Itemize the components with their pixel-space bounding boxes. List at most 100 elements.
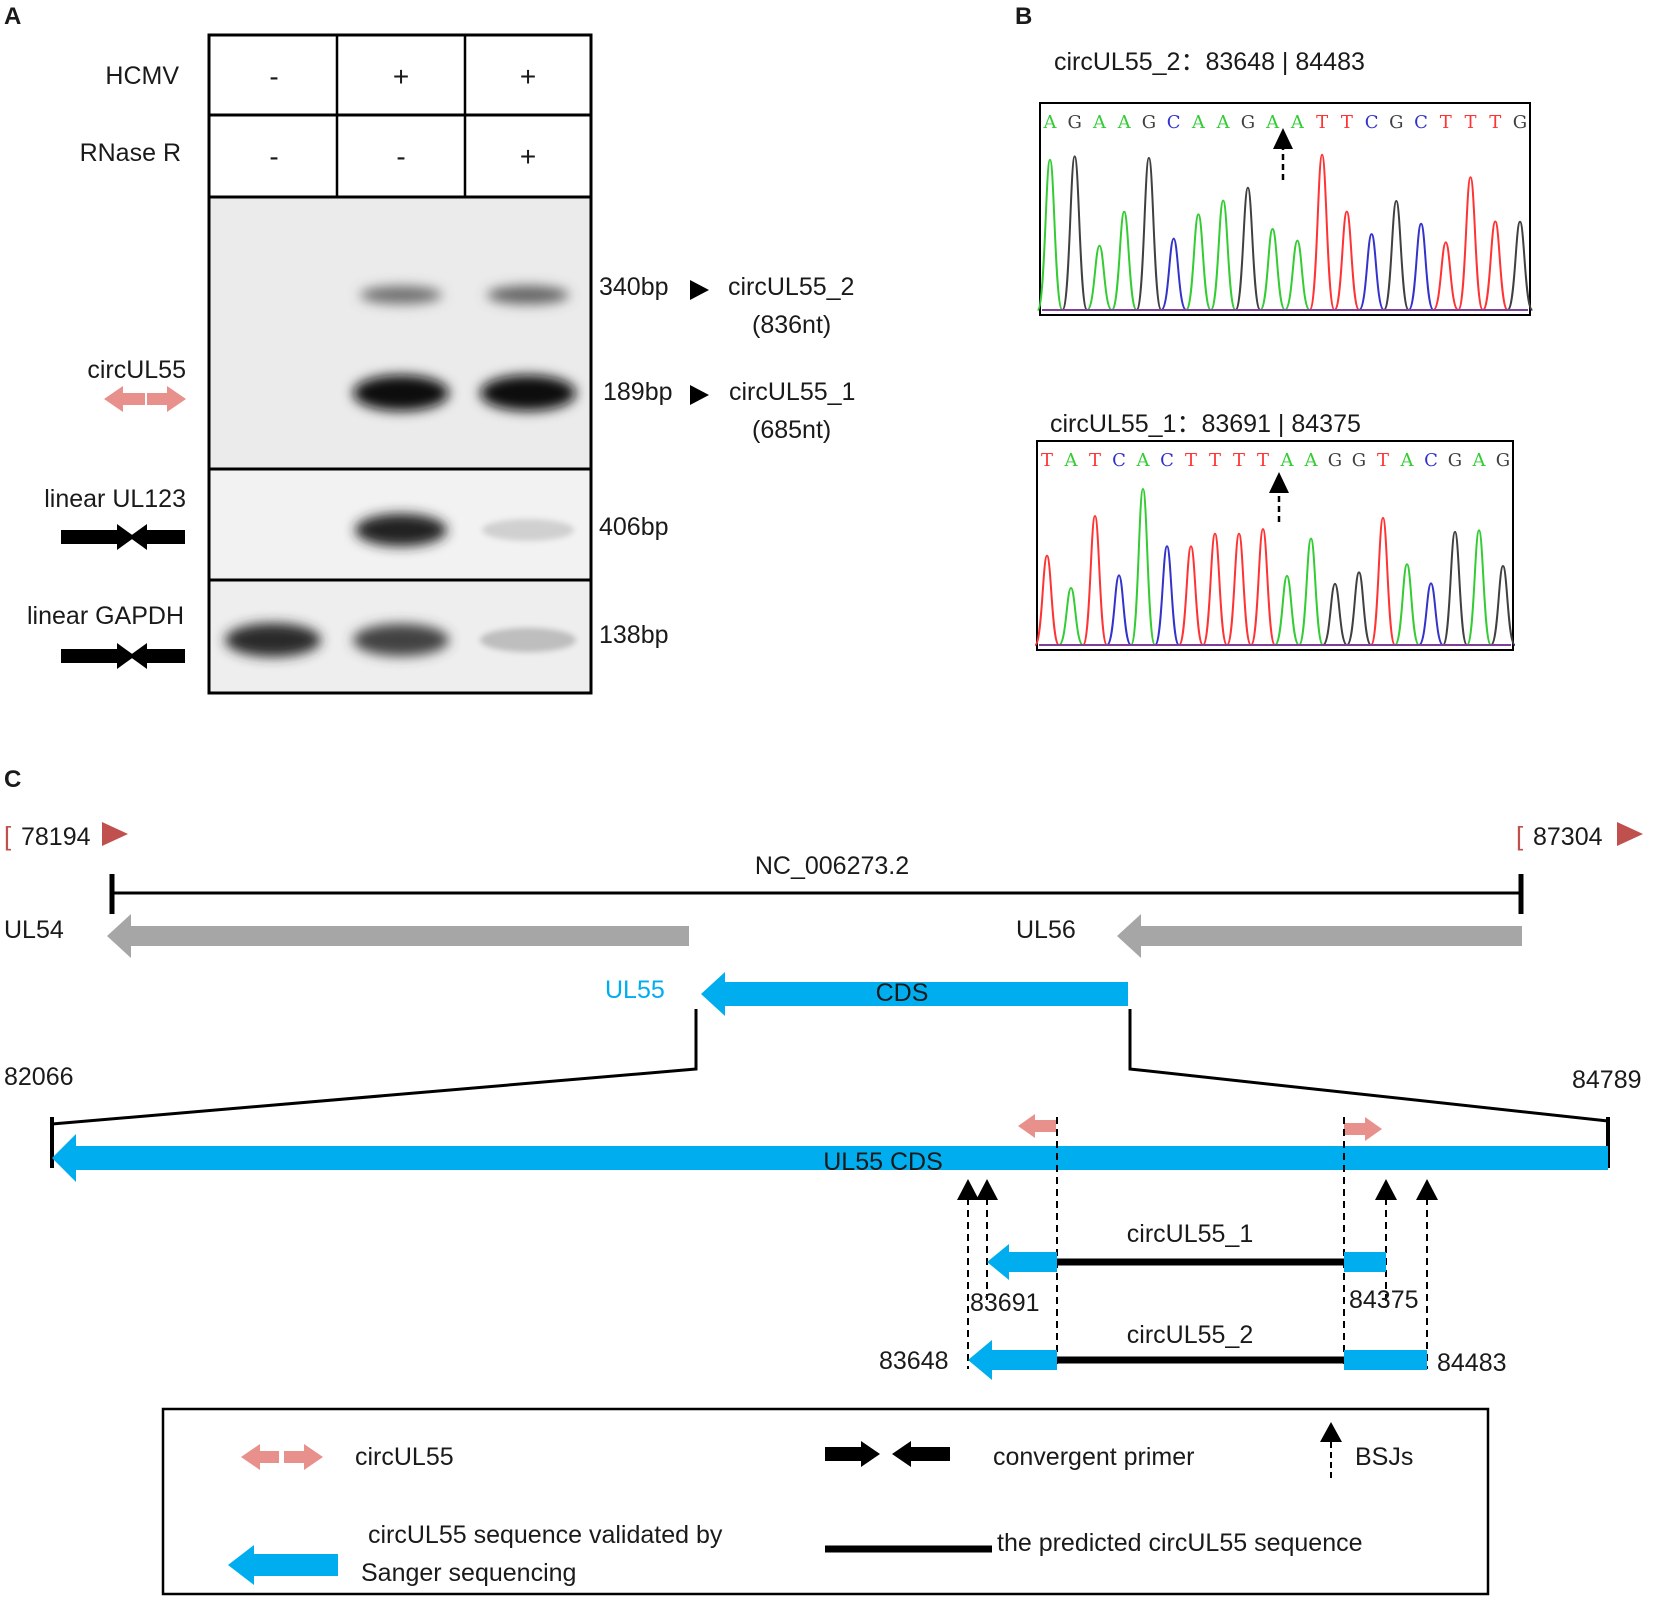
genome-end: 87304 bbox=[1533, 823, 1603, 851]
band-138bp-lane-2 bbox=[353, 623, 449, 657]
circul55-1-validated-left bbox=[987, 1244, 1057, 1280]
base-call: T bbox=[1209, 450, 1221, 471]
trace-G bbox=[1322, 530, 1516, 646]
circ-primer-icon bbox=[104, 386, 186, 412]
rnase-lane-3: + bbox=[520, 141, 536, 172]
band-406bp-lane-2 bbox=[355, 513, 447, 547]
junction-guides bbox=[967, 1117, 1428, 1369]
gel-circul55 bbox=[207, 195, 593, 471]
circul55-2-validated-right bbox=[1344, 1350, 1427, 1370]
trace-G bbox=[1061, 155, 1534, 311]
panel-c: C [ 78194 [ 87304 NC_006273.2 UL54 UL56 … bbox=[4, 766, 1643, 1380]
genome-end-marker-icon bbox=[1617, 822, 1643, 846]
panel-b-letter: B bbox=[1015, 3, 1032, 30]
band-product-circul55-2: circUL55_2 bbox=[728, 273, 854, 301]
legend-validated-line2: Sanger sequencing bbox=[361, 1559, 576, 1587]
band-size-340: 340bp bbox=[599, 273, 669, 301]
genome-start-marker-icon bbox=[102, 822, 128, 846]
circul55-1-validated-right bbox=[1344, 1252, 1386, 1272]
base-call: C bbox=[1414, 112, 1428, 133]
trace-title-circul55-2: circUL55_2：83648 | 84483 bbox=[1054, 48, 1365, 76]
circ-label-circul55-2: circUL55_2 bbox=[1127, 1321, 1253, 1349]
circul55-2-left-coord: 83648 bbox=[879, 1347, 949, 1375]
bsj-arrow-icon bbox=[1273, 128, 1293, 180]
legend-predicted-label: the predicted circUL55 sequence bbox=[997, 1529, 1363, 1557]
circ-label-circul55-1: circUL55_1 bbox=[1127, 1220, 1253, 1248]
base-call: T bbox=[1257, 450, 1269, 471]
band-size-189: 189bp bbox=[603, 378, 673, 406]
trace-C bbox=[1106, 545, 1444, 646]
base-call: C bbox=[1424, 450, 1438, 471]
gel-ul123 bbox=[207, 467, 593, 582]
trace-title-circul55-1: circUL55_1：83691 | 84375 bbox=[1050, 410, 1361, 438]
treatment-table: HCMV - + + RNase R - - + bbox=[80, 33, 593, 199]
legend-bsj-label: BSJs bbox=[1355, 1443, 1413, 1471]
base-call: A bbox=[1136, 450, 1151, 471]
row-label-hcmv: HCMV bbox=[105, 62, 179, 90]
hcmv-lane-2: + bbox=[393, 61, 409, 92]
band-340bp-lane-2 bbox=[360, 285, 442, 305]
zoomed-ul55-cds-label: UL55 CDS bbox=[823, 1148, 943, 1176]
base-call: A bbox=[1472, 450, 1487, 471]
circul55-2-validated-left bbox=[968, 1340, 1057, 1380]
base-call: T bbox=[1489, 112, 1501, 133]
legend-circul55-label: circUL55 bbox=[355, 1443, 454, 1471]
base-call: T bbox=[1316, 112, 1328, 133]
base-call: C bbox=[1167, 112, 1181, 133]
gel-gapdh bbox=[207, 578, 593, 695]
gene-label-ul54: UL54 bbox=[4, 916, 64, 944]
base-call: A bbox=[1216, 112, 1231, 133]
base-call: T bbox=[1041, 450, 1053, 471]
band-189bp-lane-2 bbox=[353, 375, 449, 411]
hcmv-lane-3: + bbox=[520, 61, 536, 92]
band-406bp-lane-3 bbox=[482, 518, 574, 542]
base-call: T bbox=[1089, 450, 1101, 471]
panel-a: A HCMV - + + RNase R - - + bbox=[4, 3, 855, 695]
base-call: C bbox=[1365, 112, 1379, 133]
genome-end-bracket-icon: [ bbox=[1516, 821, 1524, 851]
base-call: C bbox=[1160, 450, 1174, 471]
band-pointer-icon bbox=[690, 280, 709, 300]
base-call: A bbox=[1280, 450, 1295, 471]
base-call: A bbox=[1304, 450, 1319, 471]
zoomed-ul55-cds-arrow bbox=[52, 1134, 1608, 1182]
band-size-138: 138bp bbox=[599, 621, 669, 649]
base-call: G bbox=[1352, 450, 1366, 471]
gel-label-circul55: circUL55 bbox=[87, 356, 186, 384]
circul55-1-right-coord: 84375 bbox=[1349, 1286, 1419, 1314]
gene-arrow-ul54 bbox=[107, 914, 689, 958]
circul55-2-right-coord: 84483 bbox=[1437, 1349, 1507, 1377]
panel-a-letter: A bbox=[4, 3, 21, 30]
band-pointer-icon bbox=[690, 385, 709, 405]
zoom-lines bbox=[51, 1009, 1609, 1126]
band-138bp-lane-3 bbox=[480, 627, 576, 653]
base-call: G bbox=[1496, 450, 1510, 471]
band-138bp-lane-1 bbox=[225, 623, 321, 657]
trace-A bbox=[1036, 158, 1311, 311]
trace-C bbox=[1160, 222, 1435, 311]
genome-line bbox=[109, 874, 1524, 914]
base-call: A bbox=[1191, 112, 1206, 133]
base-call: T bbox=[1185, 450, 1197, 471]
legend-validated-arrow-icon bbox=[228, 1545, 338, 1585]
panel-c-letter: C bbox=[4, 766, 21, 793]
base-call: G bbox=[1513, 112, 1527, 133]
gel-gapdh-bands bbox=[225, 623, 576, 657]
zoom-start: 82066 bbox=[4, 1063, 74, 1091]
band-product-circul55-1: circUL55_1 bbox=[729, 378, 855, 406]
trace-A bbox=[1058, 487, 1492, 646]
base-call: A bbox=[1265, 112, 1280, 133]
base-call: A bbox=[1400, 450, 1415, 471]
base-call: G bbox=[1142, 112, 1156, 133]
chromatogram-peaks bbox=[1036, 153, 1534, 311]
base-call: A bbox=[1064, 450, 1079, 471]
gel-label-ul123: linear UL123 bbox=[44, 485, 186, 513]
zoom-end: 84789 bbox=[1572, 1066, 1642, 1094]
ul55-cds-label: CDS bbox=[876, 979, 929, 1007]
